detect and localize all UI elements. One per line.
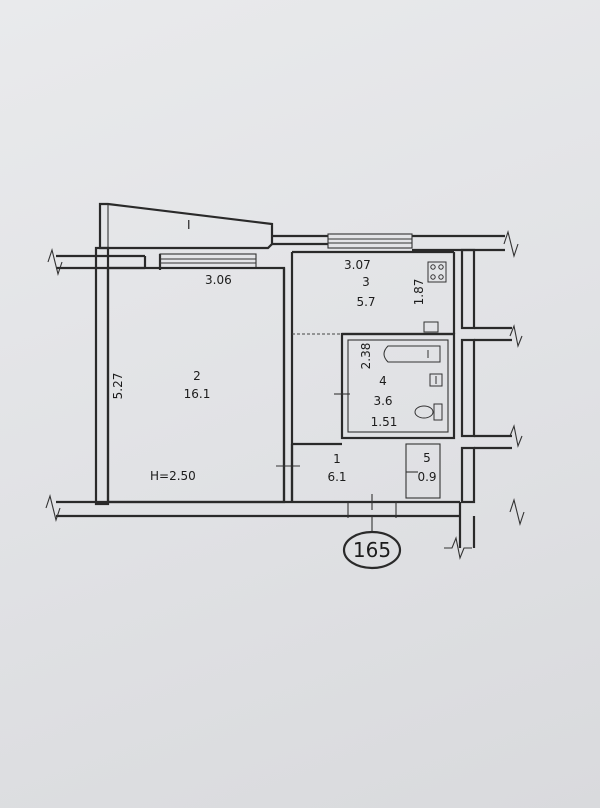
balcony-mark: I [187,218,191,232]
room1-number: 1 [333,452,341,466]
apartment-number-circle [342,530,402,570]
balcony [98,202,274,250]
room-1 [290,442,373,510]
bathtub-icon [383,345,441,363]
bath-length: 2.38 [359,343,373,370]
room1-area: 6.1 [327,470,346,484]
room2-number: 2 [193,369,201,383]
stove-icon [427,261,447,283]
window-room2 [159,253,257,269]
room5-area: 0.9 [417,470,436,484]
room-4 [334,332,456,440]
room2-width: 3.06 [205,273,232,287]
room3-area: 5.7 [356,295,375,309]
adjacent-walls [458,248,512,548]
break-marks [45,230,525,560]
room3-length: 1.87 [412,279,426,306]
apartment-number: 165 [353,538,391,562]
kitchen-sink-icon [423,321,439,333]
room5-number: 5 [423,451,431,465]
room2-length: 5.27 [111,373,125,400]
left-wall [94,246,110,506]
window-room3 [327,233,413,249]
room-2 [106,252,300,504]
entrance-door [347,502,397,532]
room4-number: 4 [379,374,387,388]
room4-area: 3.6 [373,394,392,408]
room3-width: 3.07 [344,258,371,272]
room2-area: 16.1 [184,387,211,401]
room3-number: 3 [362,275,370,289]
bath-width: 1.51 [371,415,398,429]
toilet-icon [414,403,443,421]
ceiling-height: H=2.50 [150,469,196,483]
washbasin-icon [429,373,443,387]
room-5 [405,443,441,499]
room-3 [292,250,456,336]
